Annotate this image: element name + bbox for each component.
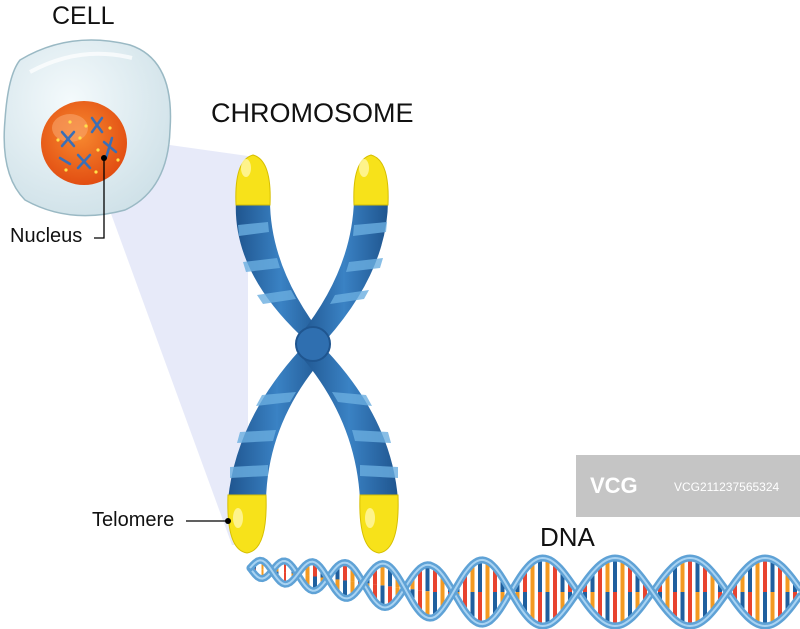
cell-label: CELL: [52, 2, 115, 30]
dna-label: DNA: [540, 522, 595, 552]
nucleus: [41, 101, 127, 185]
watermark-id: VCG211237565324: [674, 480, 780, 494]
watermark: VCG VCG211237565324: [576, 455, 800, 517]
chromatid-arm-upper-left: [235, 200, 326, 340]
watermark-logo: VCG: [590, 473, 638, 498]
centromere: [295, 326, 331, 362]
dna-backbone-highlight: [249, 556, 800, 628]
dna-backbone-highlight: [249, 556, 800, 628]
nucleus-pointer: [94, 155, 107, 239]
nucleus-label: Nucleus: [10, 225, 83, 247]
chromosome: [227, 154, 399, 554]
chromatid-arm-lower-left: [228, 350, 326, 500]
telomere-pointer: [186, 518, 231, 524]
chromatid-arm-upper-right: [300, 200, 388, 340]
zoom-projection: [106, 138, 248, 545]
dna-helix: [246, 554, 800, 629]
telomere-label: Telomere: [92, 509, 175, 531]
telomere-caps: [227, 154, 399, 554]
chromatin: [58, 116, 118, 170]
chromatid-arm-lower-right: [300, 350, 398, 500]
chromosome-label: CHROMOSOME: [211, 98, 414, 128]
